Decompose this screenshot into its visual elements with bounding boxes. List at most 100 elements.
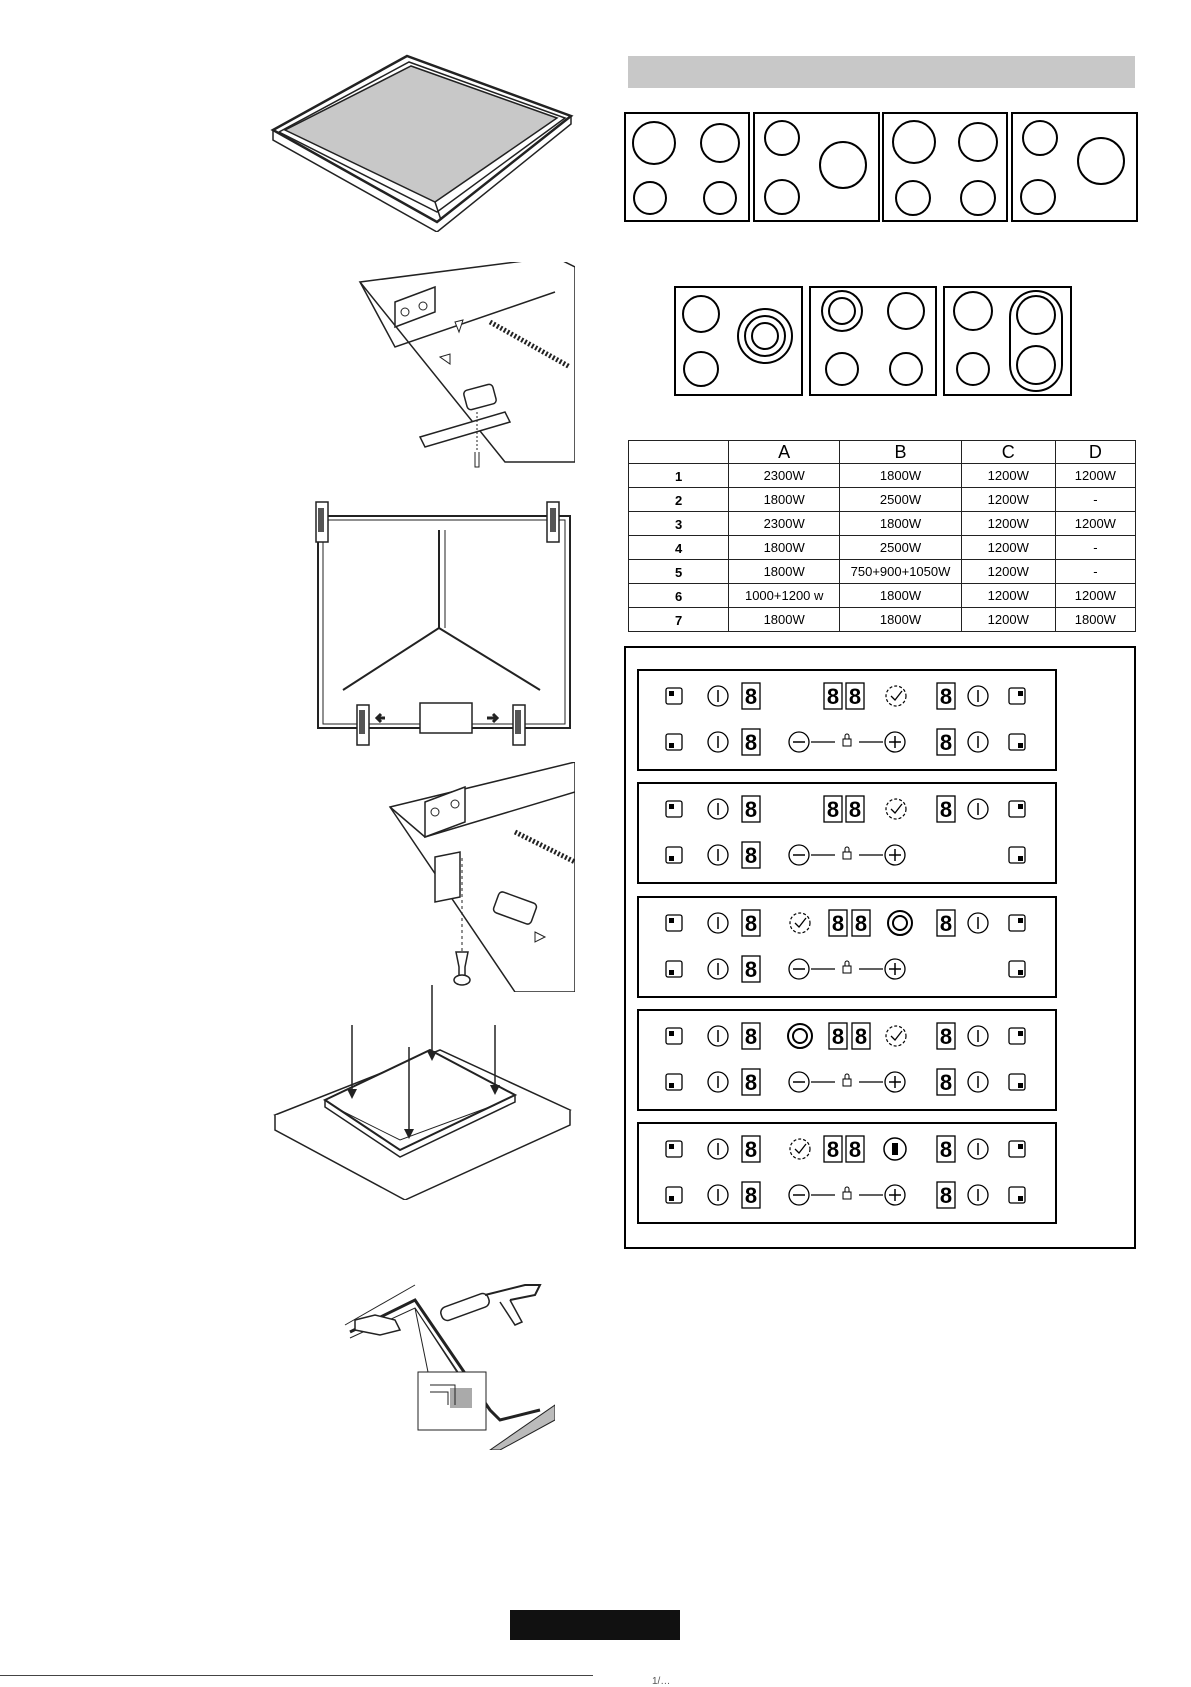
power-table-header-a: A [729, 441, 840, 464]
digit-value: 8 [940, 911, 952, 936]
digit-display: 8 [742, 842, 760, 868]
minus-button[interactable] [789, 732, 809, 752]
power-icon[interactable] [708, 1185, 728, 1205]
power-table-cell-c: 1200W [961, 584, 1055, 608]
zone-selector-button[interactable] [666, 1074, 682, 1090]
zone-selector-button[interactable] [666, 961, 682, 977]
power-icon[interactable] [708, 845, 728, 865]
power-icon[interactable] [968, 1139, 988, 1159]
minus-button[interactable] [789, 1072, 809, 1092]
boost-icon[interactable] [788, 1024, 812, 1048]
power-icon[interactable] [708, 1139, 728, 1159]
digit-value: 8 [827, 1137, 839, 1162]
minus-button[interactable] [789, 845, 809, 865]
digit-value: 8 [745, 684, 757, 709]
power-icon[interactable] [708, 1072, 728, 1092]
digit-value: 8 [745, 843, 757, 868]
plus-button[interactable] [885, 1072, 905, 1092]
zone-selector-button[interactable] [1009, 1187, 1025, 1203]
plus-button[interactable] [885, 732, 905, 752]
power-table-cell-b: 2500W [840, 488, 962, 512]
zone-selector-button[interactable] [666, 1141, 682, 1157]
power-table-cell-a: 1800W [729, 560, 840, 584]
power-icon[interactable] [968, 1072, 988, 1092]
digit-display: 8 [824, 1136, 842, 1162]
digit-value: 8 [855, 911, 867, 936]
power-table-cell-c: 1200W [961, 512, 1055, 536]
boost-icon[interactable] [888, 911, 912, 935]
power-table-cell-b: 1800W [840, 584, 962, 608]
power-table-cell-n: 1 [629, 464, 729, 488]
power-table-row: 61000+1200 w1800W1200W1200W [629, 584, 1136, 608]
power-icon[interactable] [708, 1026, 728, 1046]
digit-value: 8 [832, 1024, 844, 1049]
digit-display: 8 [742, 729, 760, 755]
power-table-header-d: D [1055, 441, 1135, 464]
digit-display: 8 [742, 956, 760, 982]
digit-value: 8 [745, 1137, 757, 1162]
hob-glass-top-illustration [265, 52, 585, 232]
power-table-header-b: B [840, 441, 962, 464]
zone-selector-button[interactable] [666, 1187, 682, 1203]
power-table-cell-d: 1200W [1055, 512, 1135, 536]
zone-selector-button[interactable] [1009, 688, 1025, 704]
minus-button[interactable] [789, 1185, 809, 1205]
power-table-header-row: A B C D [629, 441, 1136, 464]
digit-display: 8 [852, 910, 870, 936]
page-number-box [510, 1610, 680, 1640]
power-table-cell-d: - [1055, 560, 1135, 584]
power-icon[interactable] [968, 1026, 988, 1046]
digit-display: 8 [829, 910, 847, 936]
power-table-cell-b: 1800W [840, 464, 962, 488]
zone-selector-button[interactable] [1009, 1074, 1025, 1090]
power-icon[interactable] [968, 799, 988, 819]
power-icon[interactable] [968, 913, 988, 933]
keep-warm-icon[interactable] [884, 1138, 906, 1160]
zone-selector-button[interactable] [666, 1028, 682, 1044]
plus-button[interactable] [885, 845, 905, 865]
digit-display: 8 [742, 1023, 760, 1049]
digit-display: 8 [742, 1136, 760, 1162]
minus-button[interactable] [789, 959, 809, 979]
zone-selector-button[interactable] [666, 801, 682, 817]
zone-selector-button[interactable] [1009, 1028, 1025, 1044]
digit-display: 8 [937, 1136, 955, 1162]
power-icon[interactable] [708, 686, 728, 706]
power-table-cell-c: 1200W [961, 464, 1055, 488]
digit-value: 8 [849, 684, 861, 709]
zone-selector-button[interactable] [1009, 1141, 1025, 1157]
digit-value: 8 [745, 730, 757, 755]
zone-selector-button[interactable] [1009, 915, 1025, 931]
power-icon[interactable] [708, 732, 728, 752]
power-table-cell-b: 750+900+1050W [840, 560, 962, 584]
power-table-row: 21800W2500W1200W- [629, 488, 1136, 512]
power-icon[interactable] [968, 686, 988, 706]
zone-selector-button[interactable] [1009, 734, 1025, 750]
digit-display: 8 [937, 729, 955, 755]
digit-display: 8 [742, 1069, 760, 1095]
worktop-insert-illustration [270, 985, 575, 1200]
power-icon[interactable] [708, 913, 728, 933]
plus-button[interactable] [885, 959, 905, 979]
zone-selector-button[interactable] [666, 847, 682, 863]
power-table-cell-c: 1200W [961, 536, 1055, 560]
zone-selector-button[interactable] [1009, 961, 1025, 977]
power-icon[interactable] [708, 959, 728, 979]
digit-display: 8 [846, 683, 864, 709]
digit-value: 8 [745, 911, 757, 936]
power-icon[interactable] [968, 1185, 988, 1205]
footer-rule [0, 1675, 593, 1676]
power-icon[interactable] [968, 732, 988, 752]
plus-button[interactable] [885, 1185, 905, 1205]
digit-display: 8 [742, 1182, 760, 1208]
zone-selector-button[interactable] [1009, 847, 1025, 863]
digit-value: 8 [745, 797, 757, 822]
screw-fixing-illustration [385, 762, 575, 992]
power-table-cell-b: 1800W [840, 608, 962, 632]
power-icon[interactable] [708, 799, 728, 819]
zone-selector-button[interactable] [666, 734, 682, 750]
power-table-cell-n: 6 [629, 584, 729, 608]
zone-selector-button[interactable] [666, 915, 682, 931]
zone-selector-button[interactable] [666, 688, 682, 704]
zone-selector-button[interactable] [1009, 801, 1025, 817]
